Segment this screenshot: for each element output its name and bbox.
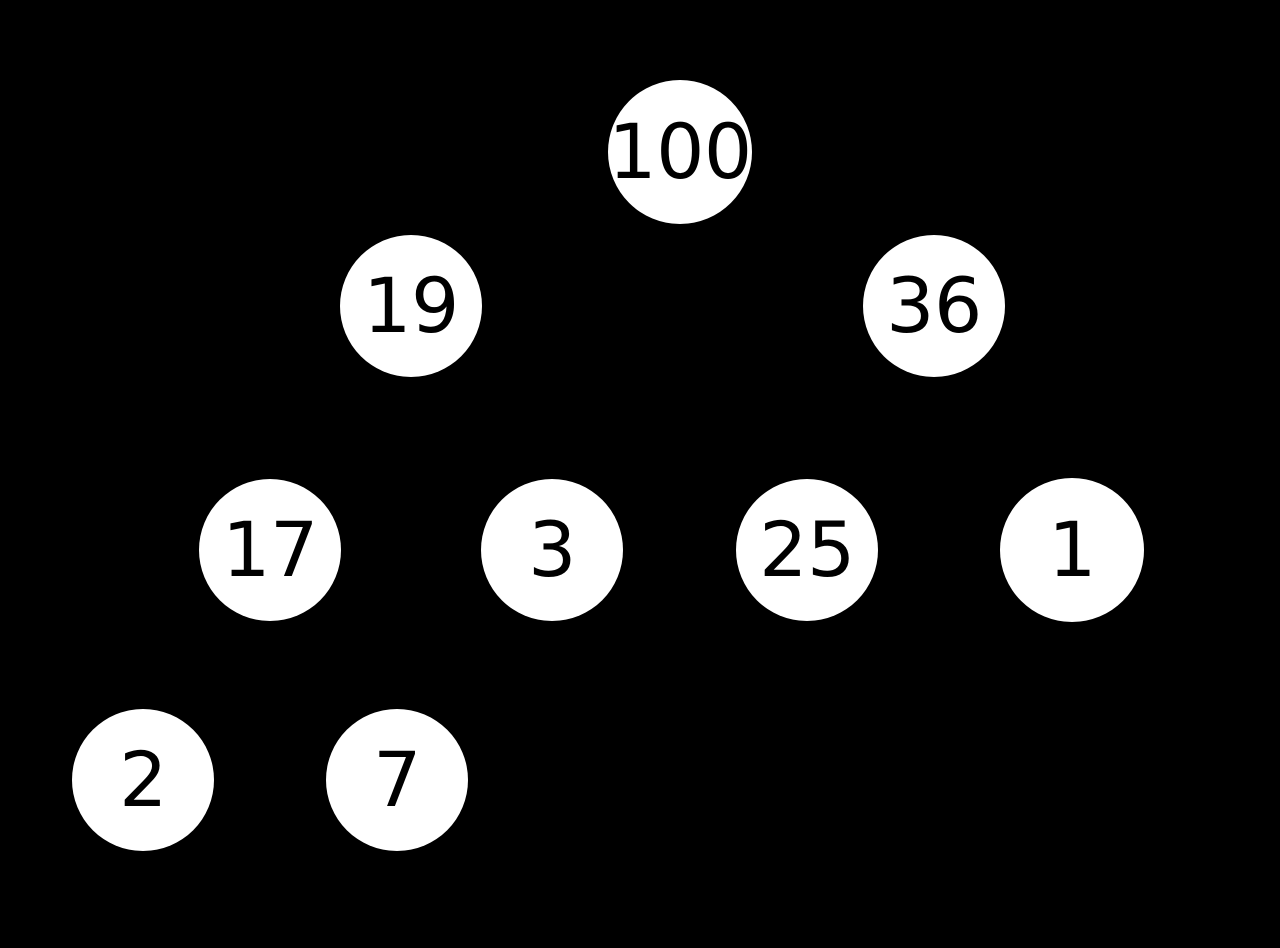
tree-node[interactable]: 19 [340,235,482,377]
tree-node[interactable]: 17 [199,479,341,621]
tree-node[interactable]: 100 [608,80,752,224]
tree-node-label: 25 [759,512,855,588]
tree-node-label: 1 [1048,512,1096,588]
tree-node[interactable]: 25 [736,479,878,621]
tree-node[interactable]: 1 [1000,478,1144,622]
tree-node[interactable]: 36 [863,235,1005,377]
tree-node-label: 3 [528,512,576,588]
tree-node-label: 17 [222,512,318,588]
tree-node-label: 19 [363,268,459,344]
tree-node-label: 36 [886,268,982,344]
tree-node-label: 7 [373,742,421,818]
tree-node[interactable]: 2 [72,709,214,851]
tree-node-label: 2 [119,742,167,818]
tree-node-label: 100 [608,114,752,190]
tree-node[interactable]: 7 [326,709,468,851]
tree-node[interactable]: 3 [481,479,623,621]
